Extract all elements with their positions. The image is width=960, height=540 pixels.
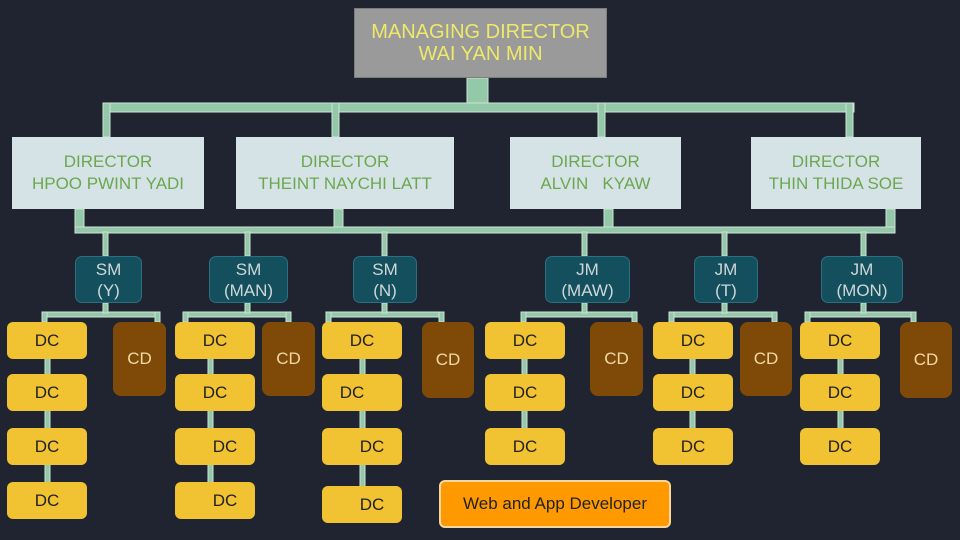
cd-box: CD: [900, 322, 952, 398]
director-name: THIN THIDA SOE: [768, 174, 904, 193]
cd-box: CD: [113, 322, 166, 396]
dc-label: DC: [680, 436, 706, 456]
dc-box: DC: [322, 322, 402, 359]
dc-label: DC: [827, 330, 853, 350]
dc-label: DC: [827, 436, 853, 456]
dc-label: DC: [34, 490, 60, 510]
dc-box: DC: [175, 428, 255, 465]
dc-label: DC: [680, 330, 706, 350]
dc-label: DC: [359, 436, 385, 456]
cd-label: CD: [604, 349, 629, 368]
manager-role: SM: [235, 259, 262, 279]
dc-label: DC: [680, 382, 706, 402]
director-box-alvin-kyaw: DIRECTOR ALVIN KYAW: [510, 137, 681, 209]
web-app-developer-box: Web and App Developer: [439, 480, 671, 528]
dc-box: DC: [175, 322, 255, 359]
dc-label: DC: [339, 382, 365, 402]
dc-box: DC: [7, 428, 87, 465]
manager-role: JM: [850, 259, 874, 279]
dc-label: DC: [512, 436, 538, 456]
dc-box: DC: [485, 322, 565, 359]
director-title: DIRECTOR: [300, 152, 390, 171]
dc-label: DC: [359, 494, 385, 514]
cd-label: CD: [913, 350, 939, 369]
manager-role: SM: [372, 259, 398, 279]
dc-box: DC: [322, 374, 402, 411]
dc-box: DC: [800, 374, 880, 411]
manager-box-jm-t: JM (T): [694, 256, 758, 303]
manager-code: (T): [715, 280, 737, 300]
managing-director-box: MANAGING DIRECTOR WAI YAN MIN: [354, 8, 607, 78]
dc-box: DC: [175, 482, 255, 519]
cd-label: CD: [127, 349, 152, 368]
manager-code: (MAW): [561, 280, 614, 300]
dc-label: DC: [34, 382, 60, 402]
director-name: HPOO PWINT YADI: [31, 174, 185, 193]
managing-director-title: MANAGING DIRECTOR: [371, 21, 590, 43]
dc-box: DC: [485, 428, 565, 465]
manager-role: JM: [714, 259, 738, 279]
director-title: DIRECTOR: [791, 152, 881, 171]
dc-label: DC: [212, 436, 238, 456]
dc-label: DC: [34, 330, 60, 350]
manager-code: (MAN): [223, 280, 274, 300]
dc-box: DC: [322, 428, 402, 465]
dc-box: DC: [653, 374, 733, 411]
dc-box: DC: [7, 374, 87, 411]
director-box-thin-thida-soe: DIRECTOR THIN THIDA SOE: [751, 137, 921, 209]
director-title: DIRECTOR: [551, 152, 640, 171]
director-title: DIRECTOR: [63, 152, 153, 171]
cd-label: CD: [276, 349, 301, 368]
dc-label: DC: [512, 382, 538, 402]
cd-label: CD: [753, 349, 779, 368]
manager-box-sm-n: SM (N): [353, 256, 417, 303]
dc-label: DC: [202, 330, 228, 350]
dc-box: DC: [485, 374, 565, 411]
manager-box-sm-man: SM (MAN): [209, 256, 288, 303]
manager-box-jm-maw: JM (MAW): [545, 256, 630, 303]
manager-box-sm-y: SM (Y): [75, 256, 142, 303]
director-box-theint-naychi-latt: DIRECTOR THEINT NAYCHI LATT: [236, 137, 454, 209]
cd-box: CD: [422, 322, 474, 398]
dc-box: DC: [800, 322, 880, 359]
manager-role: JM: [576, 259, 599, 279]
director-name: THEINT NAYCHI LATT: [258, 174, 432, 193]
dc-label: DC: [827, 382, 853, 402]
cd-box: CD: [590, 322, 643, 396]
manager-box-jm-mon: JM (MON): [821, 256, 903, 303]
dc-box: DC: [653, 428, 733, 465]
dc-label: DC: [512, 330, 538, 350]
dc-box: DC: [7, 482, 87, 519]
dc-label: DC: [34, 436, 60, 456]
director-box-hpoo-pwint-yadi: DIRECTOR HPOO PWINT YADI: [12, 137, 204, 209]
web-app-developer-label: Web and App Developer: [463, 494, 647, 513]
dc-label: DC: [212, 490, 238, 510]
dc-box: DC: [653, 322, 733, 359]
manager-code: (Y): [97, 280, 120, 300]
cd-box: CD: [262, 322, 315, 396]
cd-box: CD: [740, 322, 792, 396]
manager-code: (N): [373, 280, 397, 300]
manager-code: (MON): [836, 280, 888, 300]
manager-role: SM: [95, 259, 122, 279]
dc-box: DC: [800, 428, 880, 465]
dc-label: DC: [349, 330, 375, 350]
dc-label: DC: [202, 382, 228, 402]
dc-box: DC: [322, 486, 402, 523]
managing-director-name: WAI YAN MIN: [418, 43, 543, 65]
director-name: ALVIN KYAW: [540, 174, 651, 193]
cd-label: CD: [435, 350, 461, 369]
dc-box: DC: [7, 322, 87, 359]
dc-box: DC: [175, 374, 255, 411]
